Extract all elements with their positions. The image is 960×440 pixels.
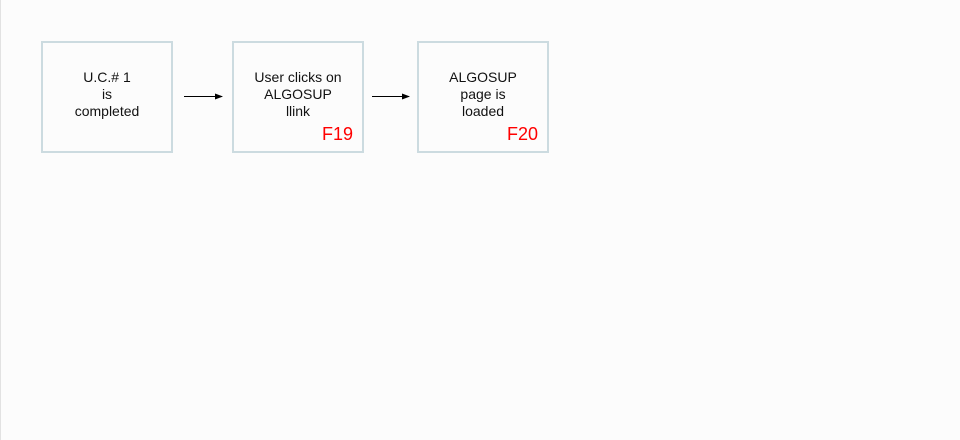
flow-node-user-clicks-link[interactable]: User clicks on ALGOSUP llink F19: [232, 41, 364, 153]
flow-node-code: F20: [506, 124, 538, 144]
flow-node-text: U.C.# 1 is completed: [74, 69, 140, 119]
flow-node-text: User clicks on ALGOSUP llink: [254, 69, 342, 119]
canvas-edge: [0, 0, 1, 440]
flow-node-text: ALGOSUP page is loaded: [449, 69, 517, 119]
flow-node-page-loaded[interactable]: ALGOSUP page is loaded F20: [417, 41, 549, 153]
flow-node-uc-completed[interactable]: U.C.# 1 is completed: [41, 41, 173, 153]
flow-node-code: F19: [321, 124, 353, 144]
